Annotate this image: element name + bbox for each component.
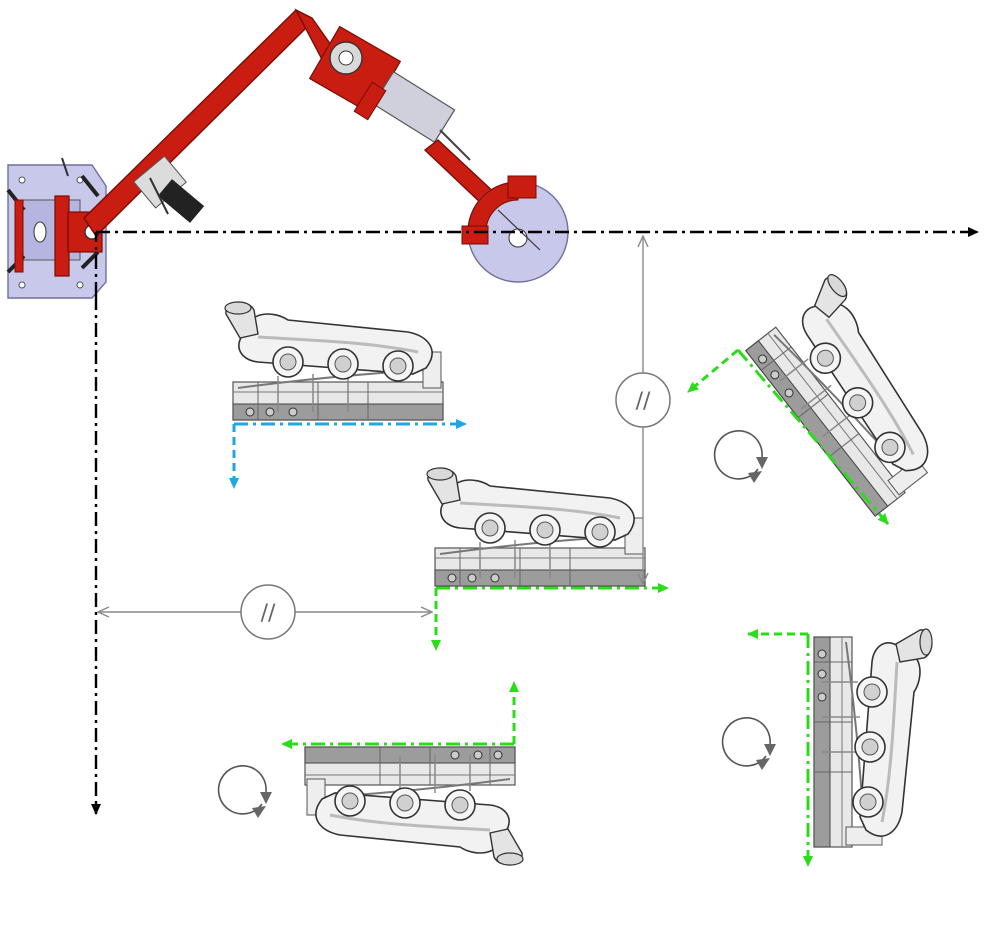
part-frame-green-rotated-45 xyxy=(687,348,890,525)
rotation-arrow-icon xyxy=(721,717,777,771)
part-frame-blue xyxy=(229,419,467,489)
exhaust-manifold-icon xyxy=(223,300,445,422)
horizontal-offset-dimension: // xyxy=(98,584,432,640)
parallel-symbol-icon: // xyxy=(636,389,651,414)
part-frame-green-rotated-90 xyxy=(747,629,813,867)
robot-arm-icon xyxy=(6,8,569,299)
robot-reference-frame xyxy=(91,227,979,815)
vertical-offset-dimension: // xyxy=(615,236,671,584)
exhaust-manifold-icon xyxy=(425,466,647,588)
exhaust-manifold-icon xyxy=(303,745,525,867)
exhaust-manifold-icon xyxy=(812,627,934,849)
part-frame-green-rotated-180 xyxy=(281,681,519,749)
rotation-arrow-icon xyxy=(713,430,769,484)
parallel-symbol-icon: // xyxy=(261,601,276,626)
rotation-arrow-icon xyxy=(217,765,273,819)
part-frame-green-translated xyxy=(431,583,669,651)
